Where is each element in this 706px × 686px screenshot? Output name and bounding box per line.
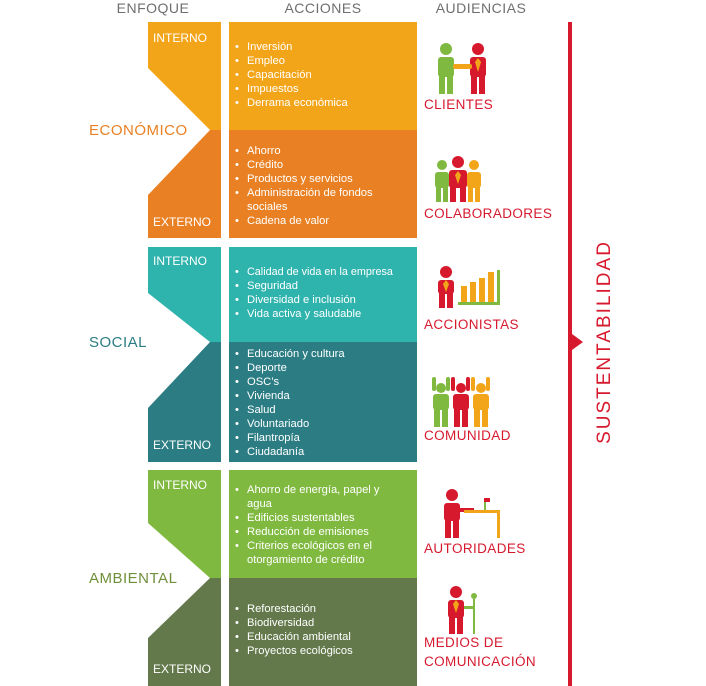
header-acciones: ACCIONES: [284, 0, 362, 16]
sustentabilidad-label: SUSTENTABILIDAD: [594, 240, 615, 444]
handshake-icon: [438, 43, 486, 94]
label-externo-ambiental: EXTERNO: [153, 662, 212, 676]
media-microphone-icon: [448, 586, 477, 634]
label-externo-economico: EXTERNO: [153, 215, 212, 229]
label-externo-social: EXTERNO: [153, 438, 212, 452]
list-item: Ciudadanía: [233, 445, 415, 459]
audience-clientes: CLIENTES: [424, 97, 494, 112]
shareholder-chart-icon: [438, 266, 500, 308]
list-item: OSC’s: [233, 375, 415, 389]
team-icon: [435, 156, 481, 202]
category-economico: ECONÓMICO: [89, 122, 188, 139]
audience-comunidad: COMUNIDAD: [424, 428, 511, 443]
list-item: Impuestos: [233, 82, 415, 96]
list-item: Administración de fondos sociales: [233, 186, 377, 214]
list-item: Educación ambiental: [233, 630, 415, 644]
audience-accionistas: ACCIONISTAS: [424, 317, 519, 332]
enfoque-social-externo: [148, 342, 221, 462]
sustentabilidad-arrow: [572, 334, 583, 350]
community-icon: [432, 377, 490, 427]
enfoque-ambiental-externo: [148, 578, 221, 686]
acciones-economico-interno: Inversión Empleo Capacitación Impuestos …: [233, 40, 415, 110]
acciones-social-externo: Educación y cultura Deporte OSC’s Vivien…: [233, 347, 415, 459]
enfoque-ambiental-interno: [148, 470, 221, 578]
category-ambiental: AMBIENTAL: [89, 570, 178, 587]
acciones-ambiental-externo: Reforestación Biodiversidad Educación am…: [233, 602, 415, 658]
list-item: Diversidad e inclusión: [233, 293, 415, 307]
label-interno-ambiental: INTERNO: [153, 478, 207, 492]
list-item: Edificios sustentables: [233, 511, 415, 525]
enfoque-economico-interno: [148, 22, 221, 130]
list-item: Derrama económica: [233, 96, 415, 110]
header-audiencias: AUDIENCIAS: [435, 0, 527, 16]
list-item: Educación y cultura: [233, 347, 415, 361]
enfoque-social-interno: [148, 247, 221, 342]
list-item: Ahorro de energía, papel y agua: [233, 483, 407, 511]
list-item: Productos y servicios: [233, 172, 415, 186]
list-item: Biodiversidad: [233, 616, 415, 630]
acciones-social-interno: Calidad de vida en la empresa Seguridad …: [233, 265, 415, 321]
list-item: Seguridad: [233, 279, 415, 293]
list-item: Voluntariado: [233, 417, 415, 431]
list-item: Inversión: [233, 40, 415, 54]
sustentabilidad-line: [568, 22, 572, 686]
list-item: Reducción de emisiones: [233, 525, 415, 539]
acciones-economico-externo: Ahorro Crédito Productos y servicios Adm…: [233, 144, 415, 228]
audience-colaboradores: COLABORADORES: [424, 206, 553, 221]
list-item: Calidad de vida en la empresa: [233, 265, 415, 279]
list-item: Reforestación: [233, 602, 415, 616]
audience-medios-line1: MEDIOS DE: [424, 635, 504, 650]
list-item: Vida activa y saludable: [233, 307, 415, 321]
audience-medios-line2: COMUNICACIÓN: [424, 654, 537, 669]
list-item: Vivienda: [233, 389, 415, 403]
list-item: Criterios ecológicos en el otorgamiento …: [233, 539, 417, 567]
list-item: Empleo: [233, 54, 415, 68]
list-item: Deporte: [233, 361, 415, 375]
audience-autoridades: AUTORIDADES: [424, 541, 526, 556]
label-interno-social: INTERNO: [153, 254, 207, 268]
category-social: SOCIAL: [89, 334, 148, 351]
enfoque-economico-externo: [148, 130, 221, 238]
list-item: Salud: [233, 403, 415, 417]
authority-desk-icon: [444, 489, 500, 538]
label-interno-economico: INTERNO: [153, 31, 207, 45]
list-item: Filantropía: [233, 431, 415, 445]
list-item: Ahorro: [233, 144, 415, 158]
header-enfoque: ENFOQUE: [116, 0, 190, 16]
acciones-ambiental-interno: Ahorro de energía, papel y agua Edificio…: [233, 483, 415, 567]
list-item: Crédito: [233, 158, 415, 172]
list-item: Proyectos ecológicos: [233, 644, 415, 658]
list-item: Capacitación: [233, 68, 415, 82]
list-item: Cadena de valor: [233, 214, 415, 228]
